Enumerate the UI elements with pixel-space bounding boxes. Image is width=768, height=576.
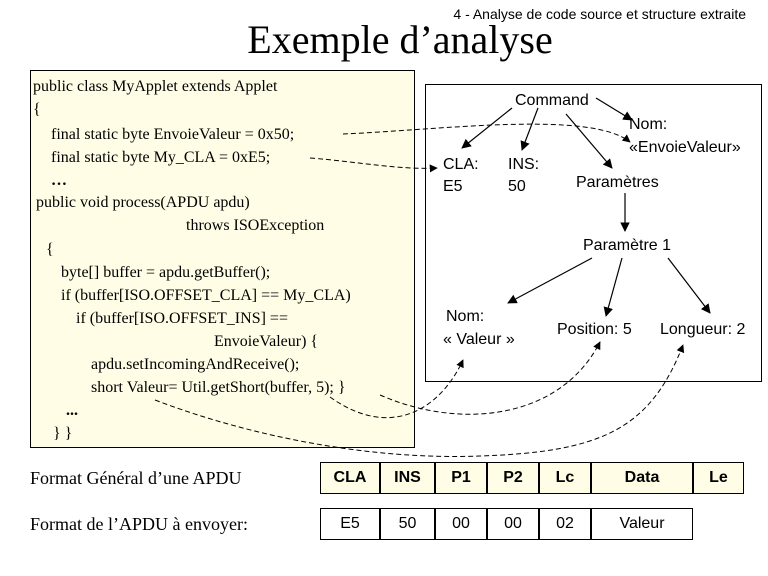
code-line: ...: [66, 402, 78, 419]
code-line: EnvoieValeur) {: [214, 333, 319, 350]
param-name-label: Nom:: [446, 308, 485, 325]
value-cell-p1: 00: [435, 508, 487, 540]
general-format-label: Format Général d’une APDU: [30, 468, 242, 488]
code-line: } }: [53, 425, 73, 442]
value-cell-ins: 50: [380, 508, 435, 540]
code-line: throws ISOException: [186, 217, 325, 234]
value-cell-lc: 02: [539, 508, 591, 540]
parameter-1-node: Paramètre 1: [583, 237, 672, 254]
send-format-label: Format de l’APDU à envoyer:: [30, 514, 248, 534]
ins-label: INS:: [508, 156, 540, 173]
code-line: {: [33, 101, 41, 118]
param-name-value: « Valeur »: [443, 331, 515, 348]
header-cell-cla: CLA: [320, 462, 380, 494]
header-cell-ins: INS: [380, 462, 435, 494]
param-position: Position: 5: [557, 321, 632, 338]
parameters-node: Paramètres: [576, 174, 659, 191]
header-cell-p1: P1: [435, 462, 487, 494]
cla-value: E5: [443, 178, 463, 195]
ins-value: 50: [508, 178, 526, 195]
cla-label: CLA:: [443, 156, 479, 173]
slide-title: Exemple d’analyse: [247, 17, 553, 62]
header-cell-data: Data: [591, 462, 693, 494]
slide-subtitle: 4 - Analyse de code source et structure …: [453, 6, 746, 22]
code-line: short Valeur= Util.getShort(buffer, 5); …: [91, 379, 346, 396]
code-line: public void process(APDU apdu): [36, 194, 250, 211]
code-line: byte[] buffer = apdu.getBuffer();: [61, 264, 271, 281]
command-node: Command: [515, 92, 589, 109]
code-line: {: [46, 241, 54, 258]
code-line: public class MyApplet extends Applet: [33, 78, 278, 95]
header-cell-le: Le: [693, 462, 744, 494]
name-value: «EnvoieValeur»: [629, 139, 741, 156]
extracted-structure: Command CLA: E5 INS: 50 Nom: «EnvoieVale…: [425, 84, 762, 382]
code-listing: public class MyApplet extends Applet { f…: [30, 70, 415, 448]
code-line: if (buffer[ISO.OFFSET_CLA] == My_CLA): [61, 287, 351, 304]
code-line: final static byte My_CLA = 0xE5;: [51, 149, 271, 166]
value-cell-cla: E5: [320, 508, 380, 540]
code-line: if (buffer[ISO.OFFSET_INS] ==: [76, 310, 288, 327]
header-cell-p2: P2: [487, 462, 539, 494]
param-length: Longueur: 2: [660, 321, 746, 338]
code-line: …: [51, 172, 67, 189]
code-line: final static byte EnvoieValeur = 0x50;: [51, 126, 295, 143]
header-cell-lc: Lc: [539, 462, 591, 494]
name-label: Nom:: [629, 116, 668, 133]
value-cell-p2: 00: [487, 508, 539, 540]
value-cell-data: Valeur: [591, 508, 693, 540]
code-line: apdu.setIncomingAndReceive();: [91, 356, 300, 373]
